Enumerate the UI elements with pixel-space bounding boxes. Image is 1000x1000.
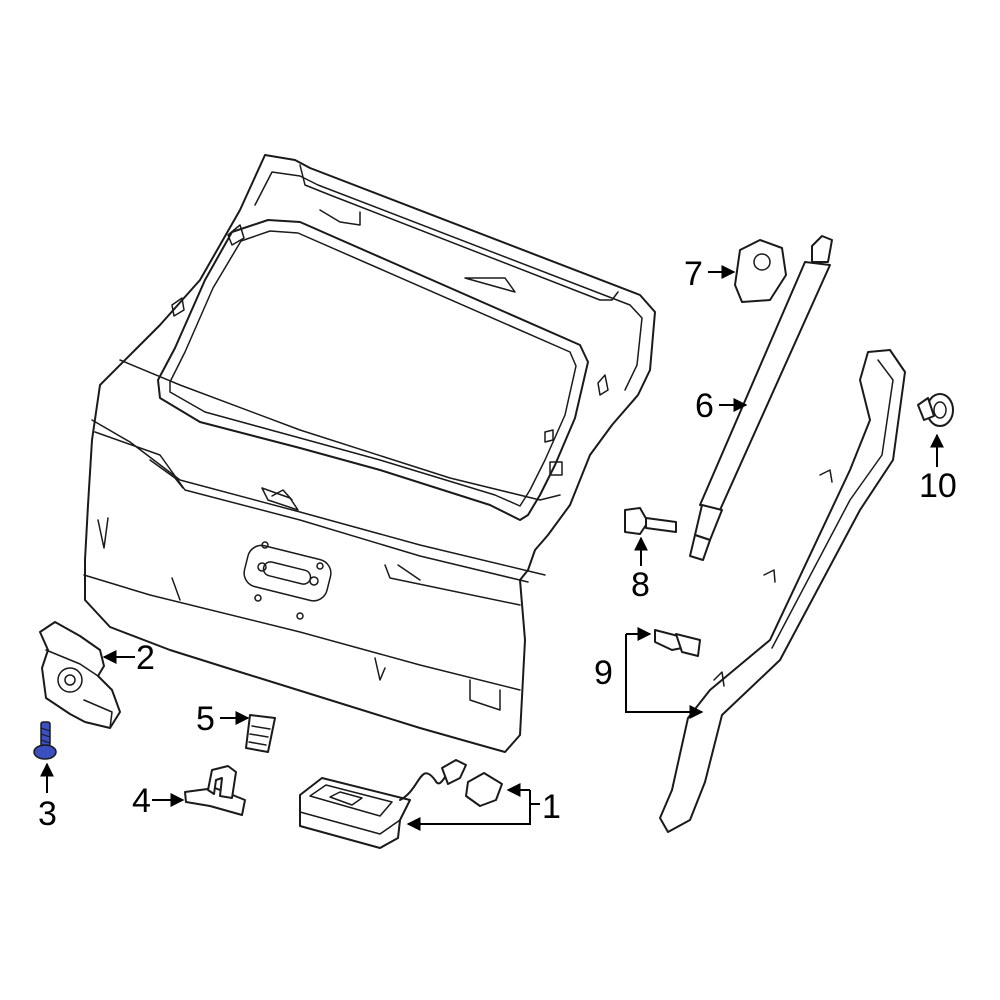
- callout-2: 2: [136, 639, 155, 677]
- part-5-bumper: [245, 714, 276, 753]
- callout-8: 8: [631, 566, 650, 604]
- part-4-striker: [184, 765, 246, 816]
- part-6-lift-support: [689, 235, 833, 561]
- liftgate-lower-panel: [83, 359, 561, 711]
- callout-9: 9: [594, 654, 613, 692]
- rear-window-glass: [157, 219, 589, 521]
- callout-4: 4: [132, 782, 151, 820]
- part-2-liftgate-latch: [39, 621, 121, 729]
- callout-6: 6: [695, 387, 714, 425]
- part-9-bolt-and-garnish: [654, 349, 906, 833]
- part-7-bracket: [734, 239, 787, 303]
- liftgate-panel: [84, 154, 656, 753]
- part-3-bolt: [33, 721, 57, 760]
- part-8-bolt: [624, 507, 677, 535]
- callout-5: 5: [196, 700, 215, 738]
- leader-lines: [40, 265, 944, 831]
- callout-3: 3: [38, 795, 57, 833]
- callout-7: 7: [684, 255, 703, 293]
- callout-10: 10: [919, 467, 957, 505]
- callout-1: 1: [542, 788, 561, 826]
- part-1-liftgate-opener-switch: [299, 759, 503, 849]
- part-10-clip: [917, 393, 954, 427]
